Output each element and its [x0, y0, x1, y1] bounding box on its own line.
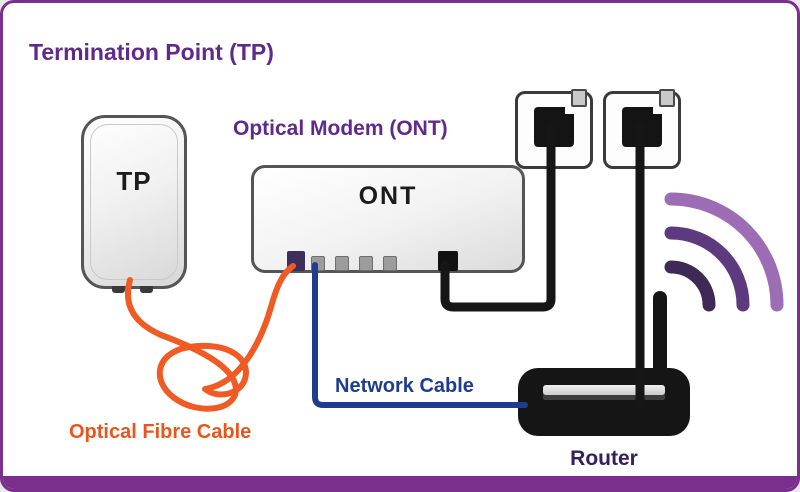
diagram-title: Termination Point (TP)	[29, 39, 274, 65]
optical-fibre-cable-label: Optical Fibre Cable	[69, 421, 252, 443]
tp-foot-right	[140, 286, 153, 293]
fibre-port	[287, 251, 305, 271]
wall-socket-2-jack	[622, 106, 663, 147]
wifi-signal-icon	[664, 192, 784, 312]
network-cable-label: Network Cable	[335, 375, 474, 397]
tp-foot-left	[112, 286, 125, 293]
wall-socket-1-notch	[565, 106, 575, 114]
ethernet-port-4	[383, 256, 397, 271]
bottom-accent-bar	[3, 476, 797, 489]
wifi-arc-inner	[664, 260, 716, 312]
wall-socket-1	[515, 89, 593, 169]
ont-caption: Optical Modem (ONT)	[233, 117, 448, 140]
ethernet-port-2	[335, 256, 349, 271]
wifi-arc-outer	[664, 192, 784, 312]
ethernet-port-1	[311, 256, 325, 271]
tp-device: TP	[81, 115, 187, 293]
wall-socket-2-notch	[653, 106, 663, 114]
wall-socket-1-tab	[571, 89, 587, 107]
router-label: Router	[570, 447, 638, 470]
wall-socket-2-tab	[659, 89, 675, 107]
wifi-arc-middle	[664, 226, 750, 312]
ont-device-label: ONT	[358, 182, 418, 210]
wall-socket-2	[603, 89, 681, 169]
wan-port	[438, 251, 458, 271]
ethernet-port-3	[359, 256, 373, 271]
router-antenna	[653, 291, 667, 375]
ont-device: ONT	[251, 165, 525, 273]
router-vent-slot	[543, 385, 665, 400]
tp-device-face	[90, 124, 178, 280]
tp-device-label: TP	[116, 166, 152, 196]
router-device	[518, 368, 690, 436]
wall-socket-1-jack	[534, 106, 575, 147]
